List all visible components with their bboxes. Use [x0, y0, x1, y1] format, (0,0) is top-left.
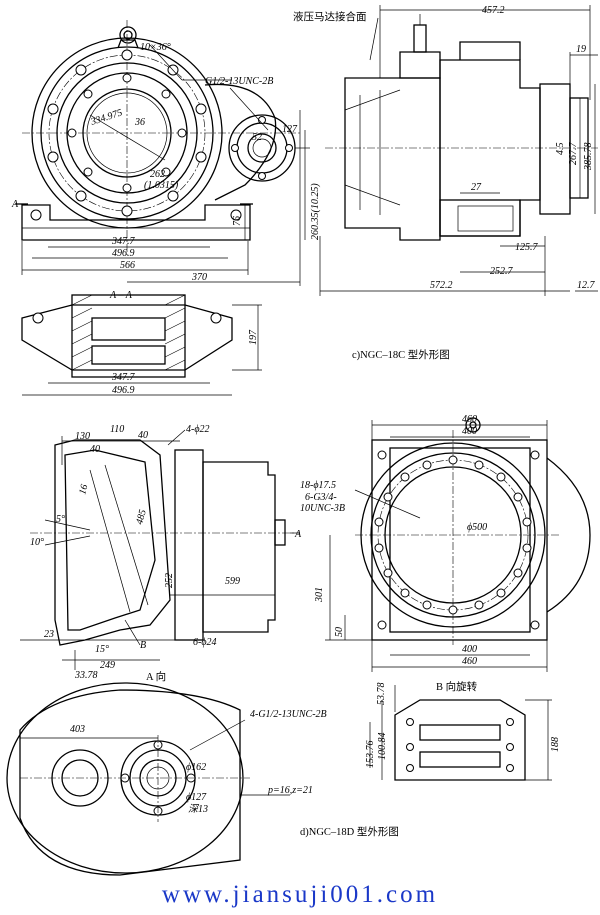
motor-ports-label: 4-G1/2-13UNC-2B: [250, 709, 327, 720]
dim-460-bottom: 460: [462, 656, 477, 667]
sec-dim-347: 347.7: [111, 372, 136, 383]
flange-bolt-circle: [374, 455, 532, 615]
dim-267: 267.7: [568, 142, 579, 166]
dim-301: 301: [314, 587, 325, 603]
marker-b: B: [140, 640, 146, 651]
dim-457: 457.2: [482, 5, 505, 16]
dim-496: 496.9: [112, 248, 135, 259]
dim-12: 12.7: [577, 280, 596, 291]
dim-110: 110: [110, 424, 124, 435]
bolt-holes-label: 18-ϕ17.5: [300, 480, 336, 491]
dim-125: 125.7: [515, 242, 539, 253]
dim-100: 100.84: [377, 733, 388, 761]
dim-485: 485: [134, 508, 149, 525]
caption-d: d)NGC–18D 型外形图: [300, 825, 399, 838]
sec-dim-496: 496.9: [112, 385, 135, 396]
dim-13: 深13: [188, 803, 208, 815]
dim-566: 566: [120, 260, 135, 271]
dim-4-5: 4.5: [555, 143, 566, 156]
ports-label-2: 10UNC-3B: [300, 503, 345, 514]
dim-53: 53.78: [376, 683, 387, 706]
dim-260: 260.35(10.25): [310, 183, 321, 240]
drawing-c-front-view: [15, 20, 310, 286]
dim-403: 403: [70, 724, 85, 735]
dim-15deg: 15°: [95, 644, 109, 655]
view-a-caption: A 向: [146, 670, 166, 683]
dim-76: 76: [232, 216, 243, 226]
dim-400-bottom: 400: [462, 644, 477, 655]
drawing-d-view-b: [369, 685, 552, 781]
watermark: www.jiansuji001.com: [162, 881, 438, 908]
dim-188: 188: [550, 737, 561, 752]
dim-50: 50: [334, 627, 345, 637]
dim-370: 370: [191, 272, 207, 283]
flange-holes-label: 4-ϕ22: [186, 424, 210, 435]
ports-label: 6-G3/4-: [305, 492, 337, 503]
dim-36: 36: [134, 117, 145, 128]
drawing-d-side-view: [20, 429, 300, 670]
caption-c: c)NGC–18C 型外形图: [352, 348, 450, 361]
dim-153: 153.76: [365, 741, 376, 769]
labels-c: 10×36° G1/2-13UNC-2B 334.975 36 262 (1.0…: [11, 5, 596, 396]
dim-40b: 40: [90, 444, 100, 455]
drawing-d-view-a: [6, 682, 290, 876]
drawing-d-front-view: [325, 417, 591, 672]
dim-249: 249: [100, 660, 115, 671]
dim-16: 16: [77, 483, 90, 496]
dim-262-in: (1.0315): [144, 180, 179, 191]
dim-10deg: 10°: [30, 537, 44, 548]
dim-385: 385.78: [583, 143, 594, 172]
dim-347: 347.7: [111, 236, 136, 247]
dim-252-d: 252: [164, 573, 175, 588]
spline-label: p=16,z=21: [267, 785, 313, 796]
dim-500: ϕ500: [467, 522, 487, 533]
port-thread-label: G1/2-13UNC-2B: [205, 76, 273, 87]
labels-d: 130 110 40 40 4-ϕ22 16 485 5° 10° 252 59…: [30, 414, 561, 838]
drawing-c-section-aa: [21, 294, 262, 396]
section-hatching: [71, 294, 186, 371]
dim-599: 599: [225, 576, 240, 587]
dim-460-top: 460: [462, 414, 477, 425]
dim-19: 19: [576, 44, 586, 55]
flange-bolt-holes: [47, 49, 207, 217]
dim-5deg: 5°: [56, 514, 65, 525]
dim-23: 23: [44, 629, 54, 640]
dim-127: 127: [282, 124, 298, 135]
view-b-caption: B 向旋转: [436, 680, 478, 693]
dim-52: 52: [252, 132, 262, 143]
dim-40a: 40: [138, 430, 148, 441]
dim-162: ϕ162: [186, 762, 206, 773]
dim-252: 252.7: [490, 266, 514, 277]
base-holes-label: 6-ϕ24: [193, 637, 217, 648]
dim-262: 262: [150, 169, 165, 180]
dim-27: 27: [471, 182, 482, 193]
dim-572: 572.2: [430, 280, 453, 291]
dim-33: 33.78: [74, 670, 98, 681]
dim-400-top: 400: [462, 426, 477, 437]
section-title: A – A: [109, 290, 133, 301]
dim-127-d: ϕ127: [186, 792, 207, 803]
hydraulic-face-note: 液压马达接合面: [293, 10, 367, 23]
section-mark-a-left: A: [11, 199, 19, 210]
sec-dim-197: 197: [248, 329, 259, 345]
bolt-pattern-label: 10×36°: [140, 42, 171, 53]
drawing-c-side-view: [319, 5, 598, 296]
marker-a-d: A: [294, 529, 302, 540]
dim-130: 130: [75, 431, 90, 442]
